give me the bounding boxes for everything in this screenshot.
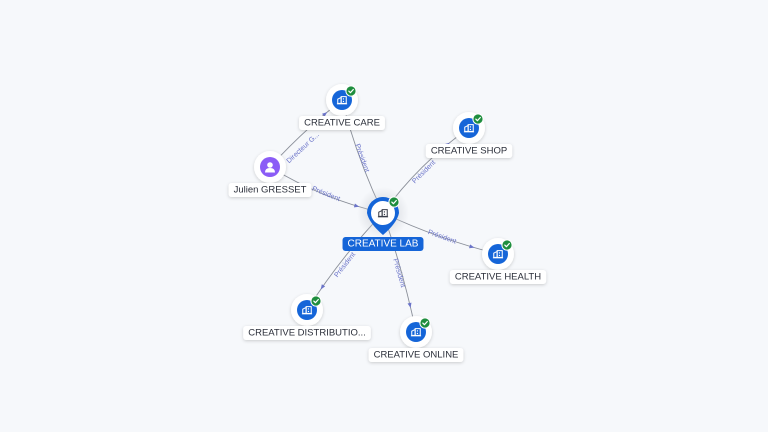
company-building-icon xyxy=(336,96,348,105)
node-distrib[interactable]: CREATIVE DISTRIBUTIO... xyxy=(243,294,371,340)
node-circle[interactable] xyxy=(459,118,479,138)
node-label-julien[interactable]: Julien GRESSET xyxy=(228,183,312,197)
node-care[interactable]: CREATIVE CARE xyxy=(299,84,385,130)
check-badge-icon xyxy=(388,196,400,208)
node-label-shop[interactable]: CREATIVE SHOP xyxy=(425,144,513,158)
node-label-care-text: CREATIVE CARE xyxy=(304,118,380,129)
edge-label: Directeur G... xyxy=(286,131,321,165)
node-label-health[interactable]: CREATIVE HEALTH xyxy=(449,270,547,284)
company-building-icon xyxy=(301,306,313,315)
node-circle[interactable] xyxy=(297,300,317,320)
node-circle[interactable] xyxy=(488,244,508,264)
node-label-julien-text: Julien GRESSET xyxy=(234,185,307,196)
company-building-icon xyxy=(492,250,504,259)
company-building-icon xyxy=(410,328,422,337)
center-inner xyxy=(371,201,395,225)
edge-label: Président xyxy=(391,258,406,288)
edge-label: Président xyxy=(311,186,341,204)
node-circle[interactable] xyxy=(406,322,426,342)
company-building-icon xyxy=(377,209,389,218)
edge-label: Président xyxy=(411,159,437,185)
company-building-icon xyxy=(463,124,475,133)
check-badge-icon xyxy=(310,295,322,307)
node-label-online[interactable]: CREATIVE ONLINE xyxy=(368,348,464,362)
person-icon xyxy=(265,162,275,173)
node-center[interactable]: CREATIVE LAB xyxy=(342,187,424,251)
edge-label: Président xyxy=(427,229,457,246)
node-shop[interactable]: CREATIVE SHOP xyxy=(425,112,513,158)
node-label-health-text: CREATIVE HEALTH xyxy=(455,272,541,283)
center-label-text: CREATIVE LAB xyxy=(348,239,419,250)
nodes-layer: CREATIVE CARE CREATIVE SHOP Julien GRESSET… xyxy=(228,84,547,362)
edge-arrow-icon xyxy=(469,244,475,249)
node-label-online-text: CREATIVE ONLINE xyxy=(374,350,459,361)
edge-arrow-icon xyxy=(322,112,328,117)
check-badge-icon xyxy=(419,317,431,329)
edge-arrow-icon xyxy=(407,302,412,308)
node-health[interactable]: CREATIVE HEALTH xyxy=(449,238,547,284)
check-badge-icon xyxy=(472,113,484,125)
node-online[interactable]: CREATIVE ONLINE xyxy=(368,316,464,362)
node-label-shop-text: CREATIVE SHOP xyxy=(431,146,507,157)
edge-label: Président xyxy=(353,143,370,173)
node-label-care[interactable]: CREATIVE CARE xyxy=(299,116,385,130)
edge-label: Président xyxy=(333,251,357,279)
check-badge-icon xyxy=(345,85,357,97)
node-label-distrib-text: CREATIVE DISTRIBUTIO... xyxy=(248,328,366,339)
node-label-distrib[interactable]: CREATIVE DISTRIBUTIO... xyxy=(243,326,371,340)
center-label[interactable]: CREATIVE LAB xyxy=(342,237,424,251)
node-julien[interactable]: Julien GRESSET xyxy=(228,151,312,197)
check-badge-icon xyxy=(501,239,513,251)
edge-arrow-icon xyxy=(320,284,326,290)
node-circle[interactable] xyxy=(332,90,352,110)
